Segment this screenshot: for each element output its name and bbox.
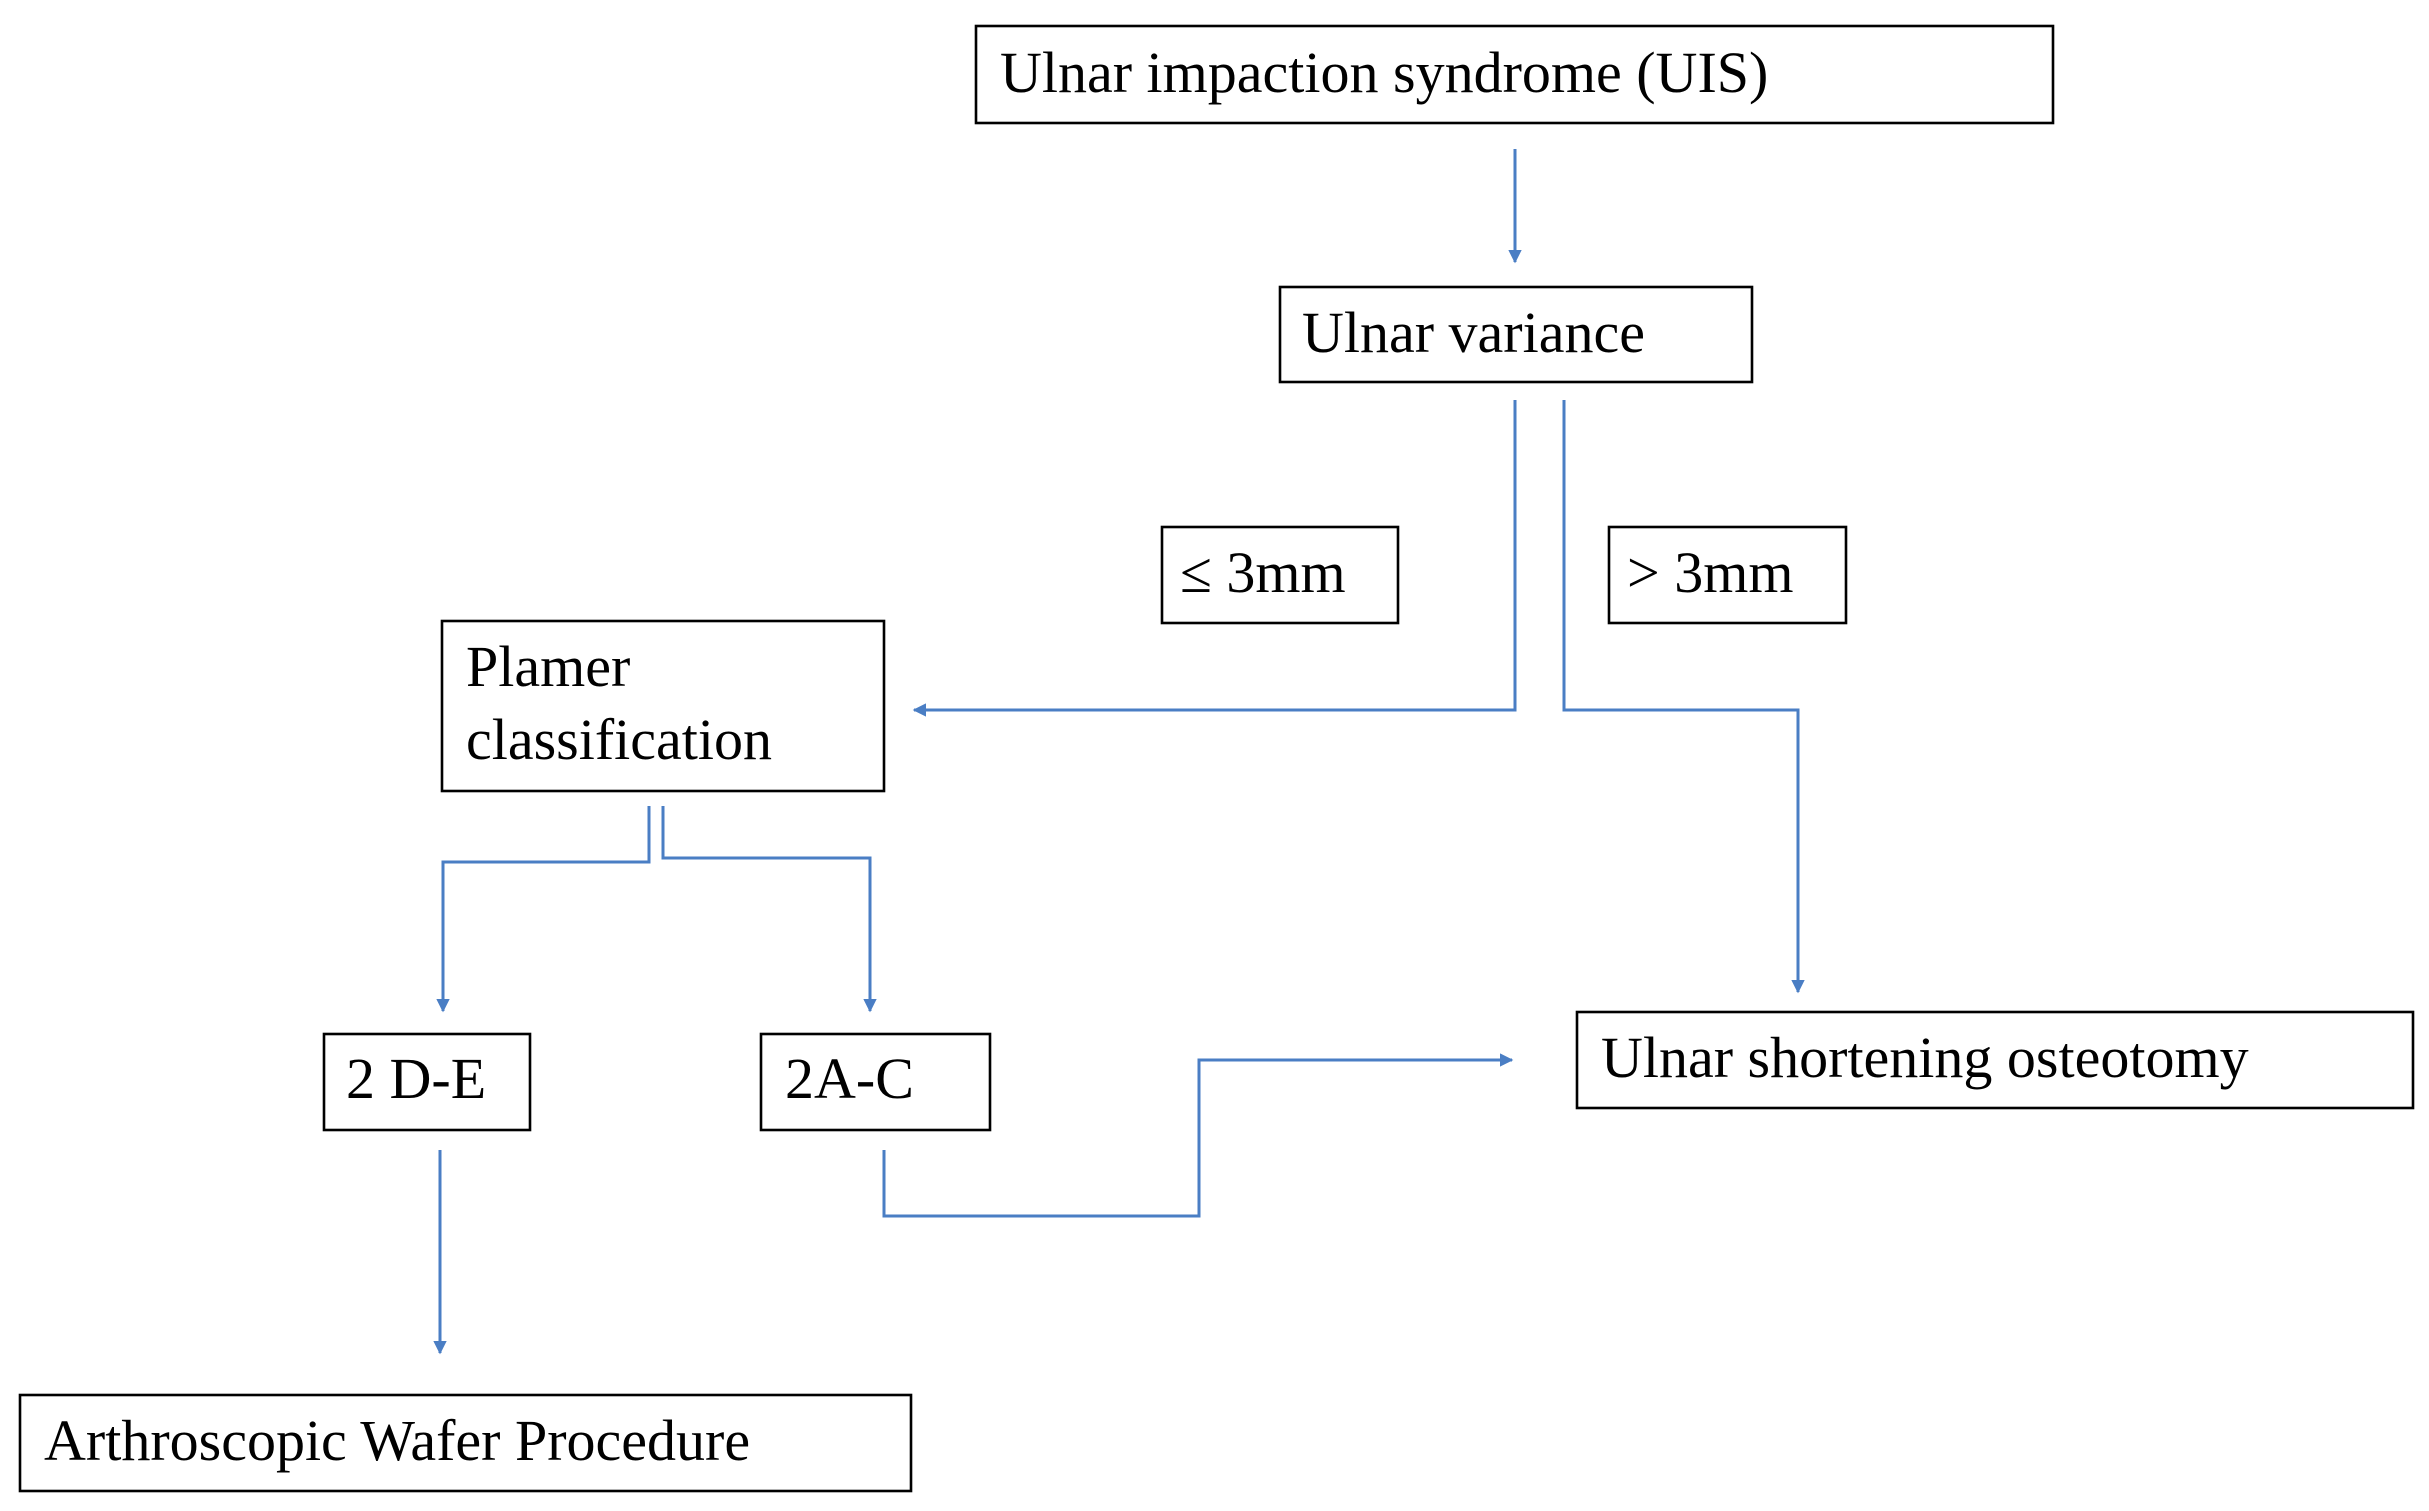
condition-gt-3mm: > 3mm — [1607, 525, 1848, 625]
arrow-2ac-to-ulnar-shortening — [882, 1053, 1514, 1218]
condition-label-le-3mm: ≤ 3mm — [1180, 540, 1346, 605]
node-label-ulnar-variance: Ulnar variance — [1302, 300, 1645, 365]
node-label-2de: 2 D-E — [346, 1046, 486, 1111]
node-plamer-classification: Plamer classification — [440, 619, 886, 793]
node-label-wafer: Arthroscopic Wafer Procedure — [44, 1408, 750, 1473]
arrow-gt-3mm-to-ulnar-shortening — [1562, 400, 1805, 994]
node-2ac: 2A-C — [759, 1032, 992, 1132]
node-label-uis: Ulnar impaction syndrome (UIS) — [1000, 40, 1768, 105]
node-ulnar-variance: Ulnar variance — [1278, 285, 1754, 384]
node-label-plamer-line2: classification — [466, 707, 772, 772]
node-label-ulnar-shortening: Ulnar shortening osteotomy — [1601, 1025, 2249, 1090]
arrow-le-3mm-to-plamer — [912, 400, 1517, 717]
condition-le-3mm: ≤ 3mm — [1160, 525, 1400, 625]
arrow-plamer-to-2de — [436, 806, 651, 1013]
node-2de: 2 D-E — [322, 1032, 532, 1132]
node-ulnar-impaction-syndrome: Ulnar impaction syndrome (UIS) — [974, 24, 2055, 125]
node-label-plamer-line1: Plamer — [466, 634, 630, 699]
node-label-2ac: 2A-C — [785, 1046, 914, 1111]
connectors — [433, 149, 1805, 1355]
arrow-plamer-to-2ac — [661, 806, 877, 1013]
node-arthroscopic-wafer-procedure: Arthroscopic Wafer Procedure — [18, 1393, 913, 1493]
node-ulnar-shortening-osteotomy: Ulnar shortening osteotomy — [1575, 1010, 2415, 1110]
condition-label-gt-3mm: > 3mm — [1627, 540, 1793, 605]
